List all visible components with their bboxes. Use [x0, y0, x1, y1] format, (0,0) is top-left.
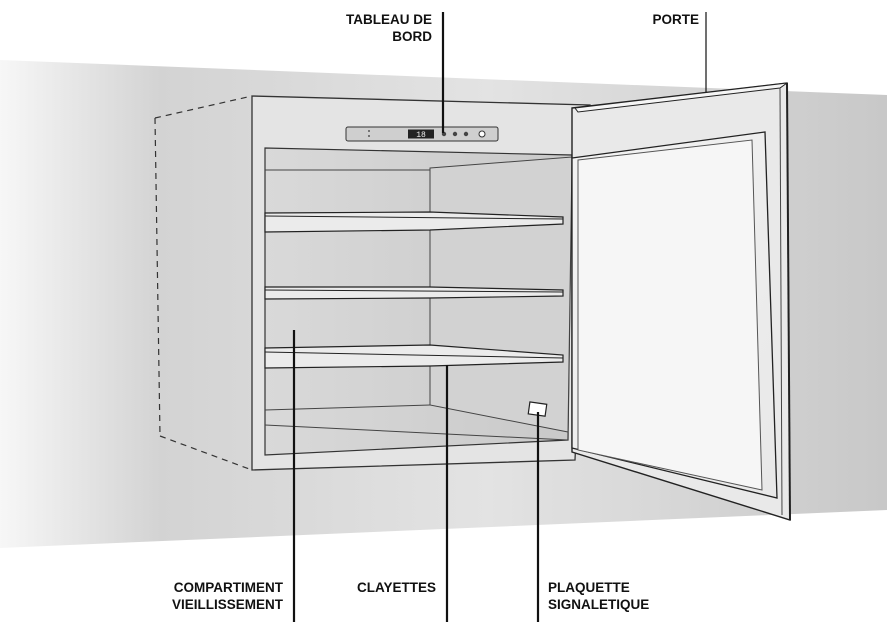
- label-rating-plate: PLAQUETTE SIGNALETIQUE: [548, 580, 649, 614]
- label-control-panel: TABLEAU DE BORD: [346, 12, 432, 46]
- indicator-dot: [368, 135, 370, 137]
- control-panel: 18: [345, 126, 499, 142]
- indicator-dot: [368, 130, 370, 132]
- power-button: [478, 130, 486, 138]
- rating-plate: [527, 401, 548, 417]
- label-aging-compartment-line1: COMPARTIMENT: [173, 580, 283, 595]
- label-shelves: CLAYETTES: [357, 580, 436, 597]
- shelf: [264, 344, 564, 369]
- label-rating-plate-line2: SIGNALETIQUE: [548, 596, 650, 612]
- control-button: [463, 131, 469, 137]
- label-aging-compartment-line2: VIEILLISSEMENT: [171, 596, 283, 612]
- label-door-text: PORTE: [652, 12, 699, 27]
- door: [571, 82, 791, 521]
- control-button: [452, 131, 458, 137]
- label-rating-plate-line1: PLAQUETTE: [548, 580, 630, 595]
- display-readout: 18: [416, 131, 426, 140]
- label-shelves-text: CLAYETTES: [356, 580, 436, 595]
- label-control-panel-line1: TABLEAU DE: [346, 12, 432, 27]
- label-aging-compartment: COMPARTIMENT VIEILLISSEMENT: [172, 580, 283, 614]
- label-control-panel-line2: BORD: [392, 28, 432, 44]
- label-door: PORTE: [652, 12, 699, 29]
- cabinet-dashed-outline: [154, 95, 253, 471]
- shelf: [264, 286, 564, 300]
- display-window: [408, 129, 434, 139]
- shelf: [264, 211, 564, 233]
